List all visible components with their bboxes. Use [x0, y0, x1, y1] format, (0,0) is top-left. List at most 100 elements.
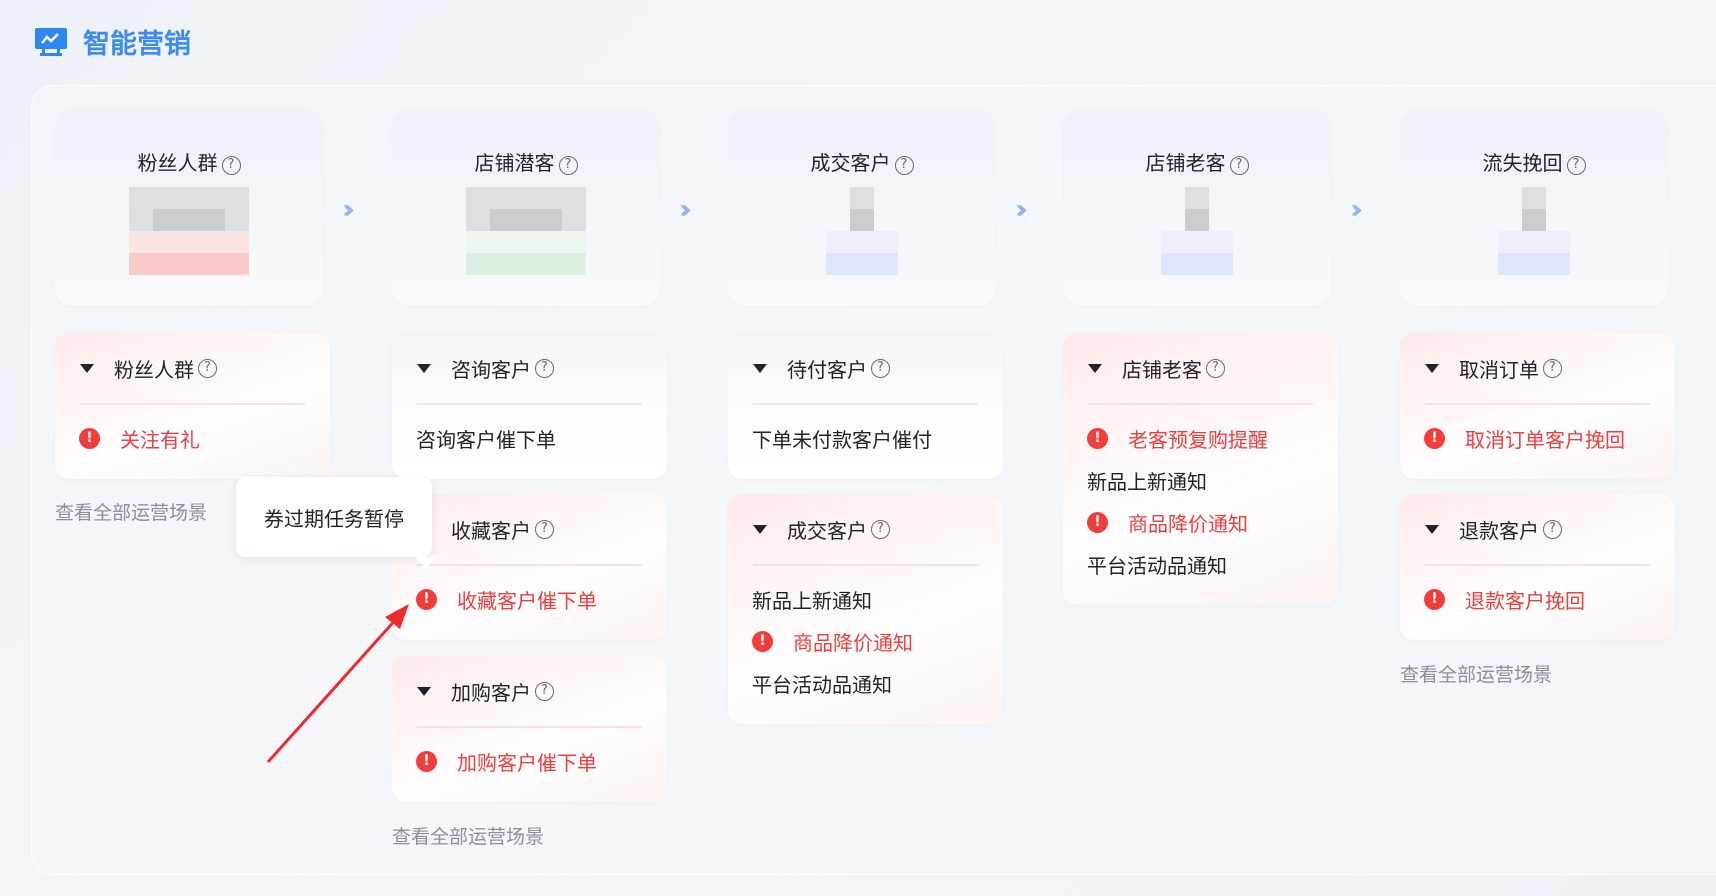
scenario-item[interactable]: 咨询客户催下单 — [392, 417, 667, 459]
stage-label: 成交客户 — [810, 151, 891, 175]
blurred-metric — [1474, 187, 1594, 275]
alert-icon[interactable]: ! — [79, 427, 100, 449]
divider — [417, 564, 642, 566]
scenario-item[interactable]: !取消订单客户挽回 — [1400, 417, 1675, 459]
segment-header[interactable]: 成交客户? — [728, 494, 1003, 564]
caret-down-icon[interactable] — [1425, 363, 1439, 373]
help-icon[interactable]: ? — [1566, 156, 1586, 175]
scenario-label: 新品上新通知 — [1087, 469, 1207, 494]
scenario-label: 商品降价通知 — [1128, 511, 1248, 536]
scenario-label: 老客预复购提醒 — [1128, 427, 1268, 452]
divider — [417, 403, 642, 405]
help-icon[interactable]: ? — [1229, 156, 1249, 175]
scenario-item[interactable]: ! 商品降价通知 — [728, 620, 1003, 662]
segment-header[interactable]: 加购客户? — [392, 656, 667, 726]
stage-label: 店铺潜客 — [474, 151, 555, 175]
scenario-item[interactable]: ! 收藏客户催下单 — [392, 578, 667, 620]
divider — [1425, 564, 1650, 566]
caret-down-icon[interactable] — [1425, 524, 1439, 534]
help-icon[interactable]: ? — [894, 156, 914, 175]
help-icon[interactable]: ? — [221, 156, 241, 175]
segment-card: 取消订单? !取消订单客户挽回 — [1400, 333, 1675, 479]
view-all-link[interactable]: 查看全部运营场景 — [55, 502, 208, 524]
segment-title: 咨询客户 — [451, 357, 531, 382]
scenario-item[interactable]: 新品上新通知 — [728, 578, 1003, 620]
segment-header[interactable]: 店铺老客? — [1063, 333, 1338, 403]
alert-icon[interactable]: ! — [416, 588, 437, 610]
divider — [753, 564, 978, 566]
alert-icon[interactable]: ! — [416, 750, 437, 772]
scenario-item[interactable]: 新品上新通知 — [1063, 459, 1338, 501]
stage-card[interactable]: 流失挽回? — [1400, 109, 1668, 306]
blurred-metric — [802, 187, 922, 275]
scenario-item[interactable]: 下单未付款客户催付 — [728, 417, 1003, 459]
segment-header[interactable]: 退款客户? — [1400, 494, 1675, 564]
help-icon[interactable]: ? — [1543, 519, 1562, 539]
alert-icon[interactable]: ! — [1087, 427, 1108, 449]
alert-icon[interactable]: ! — [752, 630, 773, 652]
help-icon[interactable]: ? — [871, 358, 890, 378]
alert-icon[interactable]: ! — [1087, 511, 1108, 533]
segment-title: 店铺老客 — [1122, 357, 1202, 382]
scenario-label: 下单未付款客户催付 — [752, 427, 932, 452]
scenario-item[interactable]: ! 商品降价通知 — [1063, 501, 1338, 543]
caret-down-icon[interactable] — [80, 363, 94, 373]
segment-title: 待付客户 — [787, 357, 867, 382]
stage-card[interactable]: 成交客户? — [728, 109, 996, 306]
divider — [1088, 403, 1313, 405]
stage-card[interactable]: 店铺老客? — [1063, 109, 1331, 306]
segment-header[interactable]: 取消订单? — [1400, 333, 1675, 403]
help-icon[interactable]: ? — [558, 156, 578, 175]
divider — [1425, 403, 1650, 405]
scenario-item[interactable]: 平台活动品通知 — [1063, 543, 1338, 585]
caret-down-icon[interactable] — [1088, 363, 1102, 373]
help-icon[interactable]: ? — [535, 519, 554, 539]
scenario-item[interactable]: ! 加购客户催下单 — [392, 740, 667, 782]
scenario-item[interactable]: ! 老客预复购提醒 — [1063, 417, 1338, 459]
help-icon[interactable]: ? — [198, 358, 217, 378]
scenario-label: 平台活动品通知 — [1087, 553, 1227, 578]
scenario-label: 关注有礼 — [120, 427, 200, 452]
caret-down-icon[interactable] — [417, 363, 431, 373]
blurred-metric — [1137, 187, 1257, 275]
scenario-item[interactable]: ! 关注有礼 — [55, 417, 330, 459]
scenario-item[interactable]: ! 退款客户挽回 — [1400, 578, 1675, 620]
segment-header[interactable]: 咨询客户? — [392, 333, 667, 403]
stage-label: 流失挽回 — [1482, 151, 1563, 175]
help-icon[interactable]: ? — [1206, 358, 1225, 378]
blurred-metric — [466, 187, 586, 275]
help-icon[interactable]: ? — [535, 358, 554, 378]
segment-header[interactable]: 粉丝人群? — [55, 333, 330, 403]
divider — [753, 403, 978, 405]
scenario-label: 加购客户催下单 — [457, 750, 597, 775]
stage-label: 粉丝人群 — [137, 151, 218, 175]
segment-header[interactable]: 待付客户? — [728, 333, 1003, 403]
segment-title: 粉丝人群 — [114, 357, 194, 382]
segment-title: 取消订单 — [1459, 357, 1539, 382]
segment-title: 成交客户 — [787, 518, 867, 543]
divider — [80, 403, 305, 405]
stage-card[interactable]: 店铺潜客? — [392, 109, 660, 306]
segment-card: 收藏客户? !收藏客户催下单 — [392, 494, 667, 640]
help-icon[interactable]: ? — [1543, 358, 1562, 378]
caret-down-icon[interactable] — [753, 524, 767, 534]
scenario-label: 退款客户挽回 — [1465, 588, 1585, 613]
stage-card[interactable]: 粉丝人群? — [55, 109, 323, 306]
caret-down-icon[interactable] — [417, 686, 431, 696]
alert-icon[interactable]: ! — [1424, 588, 1445, 610]
scenario-label: 收藏客户催下单 — [457, 588, 597, 613]
scenario-label: 商品降价通知 — [793, 630, 913, 655]
view-all-link[interactable]: 查看全部运营场景 — [392, 826, 545, 848]
help-icon[interactable]: ? — [535, 681, 554, 701]
segment-card: 加购客户? ! 加购客户催下单 — [392, 656, 667, 802]
segment-card: 咨询客户? 咨询客户催下单 — [392, 333, 667, 479]
caret-down-icon[interactable] — [753, 363, 767, 373]
alert-icon[interactable]: ! — [1424, 427, 1445, 449]
segment-card: 成交客户? 新品上新通知! 商品降价通知平台活动品通知 — [728, 494, 1003, 724]
scenario-item[interactable]: 平台活动品通知 — [728, 662, 1003, 704]
help-icon[interactable]: ? — [871, 519, 890, 539]
divider — [417, 726, 642, 728]
stage-label: 店铺老客 — [1145, 151, 1226, 175]
view-all-link[interactable]: 查看全部运营场景 — [1400, 664, 1553, 686]
